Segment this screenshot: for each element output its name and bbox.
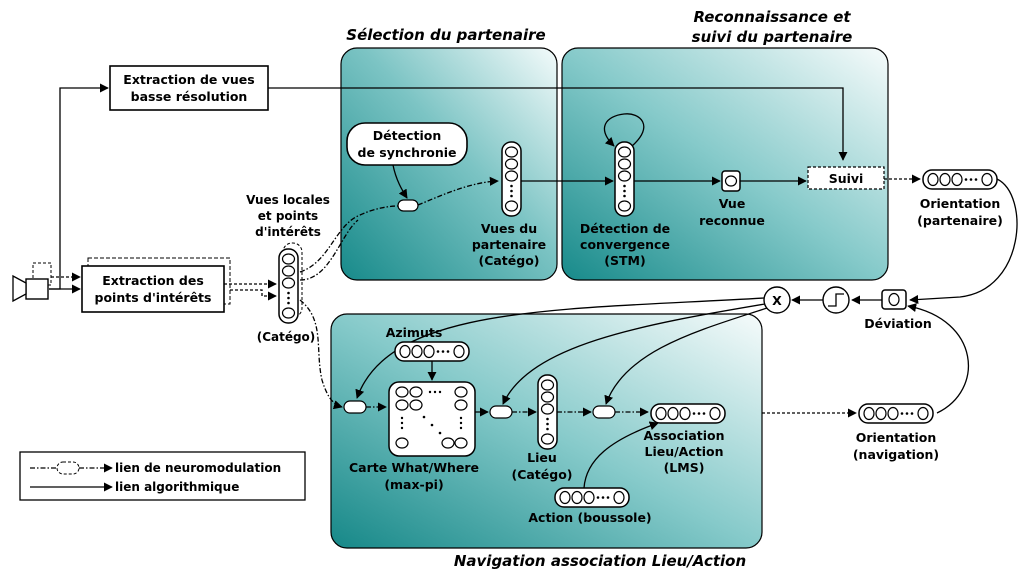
vue-reconnue-label-1: Vue [719, 196, 746, 211]
vues-partenaire-neurons [501, 141, 522, 217]
lieu-modulator [489, 405, 513, 419]
legend-algorithmique: lien algorithmique [30, 480, 239, 494]
legend-box [19, 451, 306, 501]
legend-neuromodulation-label: lien de neuromodulation [115, 461, 281, 475]
orientation-partenaire-label-2: (partenaire) [917, 213, 1003, 228]
orientation-navigation-label-2: (navigation) [853, 447, 939, 462]
vues-partenaire-label-1: Vues du [481, 221, 537, 236]
lieu-neurons [537, 374, 558, 450]
association-label-1: Association [643, 428, 724, 443]
orientation-navigation-neurons [858, 403, 934, 424]
catego-left-label: (Catégo) [257, 330, 316, 344]
carte-label-1: Carte What/Where [349, 460, 479, 475]
step-function-icon [822, 286, 850, 314]
orientation-navigation-label-1: Orientation [856, 430, 937, 445]
navigation-title: Navigation association Lieu/Action [454, 552, 746, 570]
lieu-label-2: (Catégo) [511, 467, 572, 482]
deviation-label: Déviation [864, 316, 931, 331]
carte-what-where-grid [388, 381, 476, 457]
convergence-label-3: (STM) [604, 253, 645, 268]
orientation-partenaire-label-1: Orientation [920, 196, 1001, 211]
association-label-3: (LMS) [664, 460, 705, 475]
multiply-label: X [772, 293, 782, 308]
vues-partenaire-label-2: partenaire [472, 237, 546, 252]
multiply-node [763, 286, 791, 314]
extraction-vues-label-1: Extraction de vues [123, 72, 254, 87]
detection-synchronie-label-2: de synchronie [358, 145, 457, 160]
azimuts-neurons [394, 341, 470, 362]
extraction-points-label-1: Extraction des [102, 273, 204, 288]
action-neurons [554, 487, 630, 508]
orientation-partenaire-neurons [922, 169, 998, 190]
extraction-vues-label-2: basse résolution [131, 89, 248, 104]
convergence-label-2: convergence [580, 237, 670, 252]
association-modulator [592, 405, 616, 419]
extraction-points-box [81, 265, 225, 313]
vues-locales-neurons [278, 242, 303, 324]
action-label: Action (boussole) [528, 510, 651, 525]
detection-synchronie-label-1: Détection [373, 128, 441, 143]
carte-label-2: (max-pi) [384, 477, 443, 492]
vues-locales-label-1: Vues locales [246, 193, 330, 207]
suivi-box [807, 166, 885, 190]
azimuts-label: Azimuts [386, 325, 443, 340]
association-label-2: Lieu/Action [644, 444, 723, 459]
recognition-title-line2: suivi du partenaire [692, 28, 853, 46]
convergence-label-1: Détection de [580, 221, 670, 236]
suivi-label: Suivi [829, 171, 864, 186]
carte-modulator [343, 400, 367, 414]
association-neurons [650, 403, 726, 424]
detection-synchronie-box [346, 122, 468, 166]
camera-icon [12, 262, 52, 303]
extraction-points-label-2: points d'intérêts [95, 290, 212, 305]
deviation-neuron [881, 289, 907, 310]
convergence-neurons [614, 141, 635, 217]
lieu-label-1: Lieu [527, 450, 557, 465]
vue-reconnue-neuron [721, 170, 741, 192]
selection-modulator [397, 199, 419, 212]
vues-locales-label-3: d'intérêts [255, 225, 321, 239]
selection-title: Sélection du partenaire [346, 26, 545, 44]
recognition-title-line1: Reconnaissance et [693, 8, 851, 26]
legend-algorithmique-label: lien algorithmique [115, 480, 239, 494]
vue-reconnue-label-2: reconnue [699, 213, 765, 228]
legend-neuromodulation: lien de neuromodulation [30, 461, 281, 475]
vues-locales-label-2: et points [258, 209, 318, 223]
recognition-panel [561, 47, 889, 281]
vues-partenaire-label-3: (Catégo) [478, 253, 539, 268]
